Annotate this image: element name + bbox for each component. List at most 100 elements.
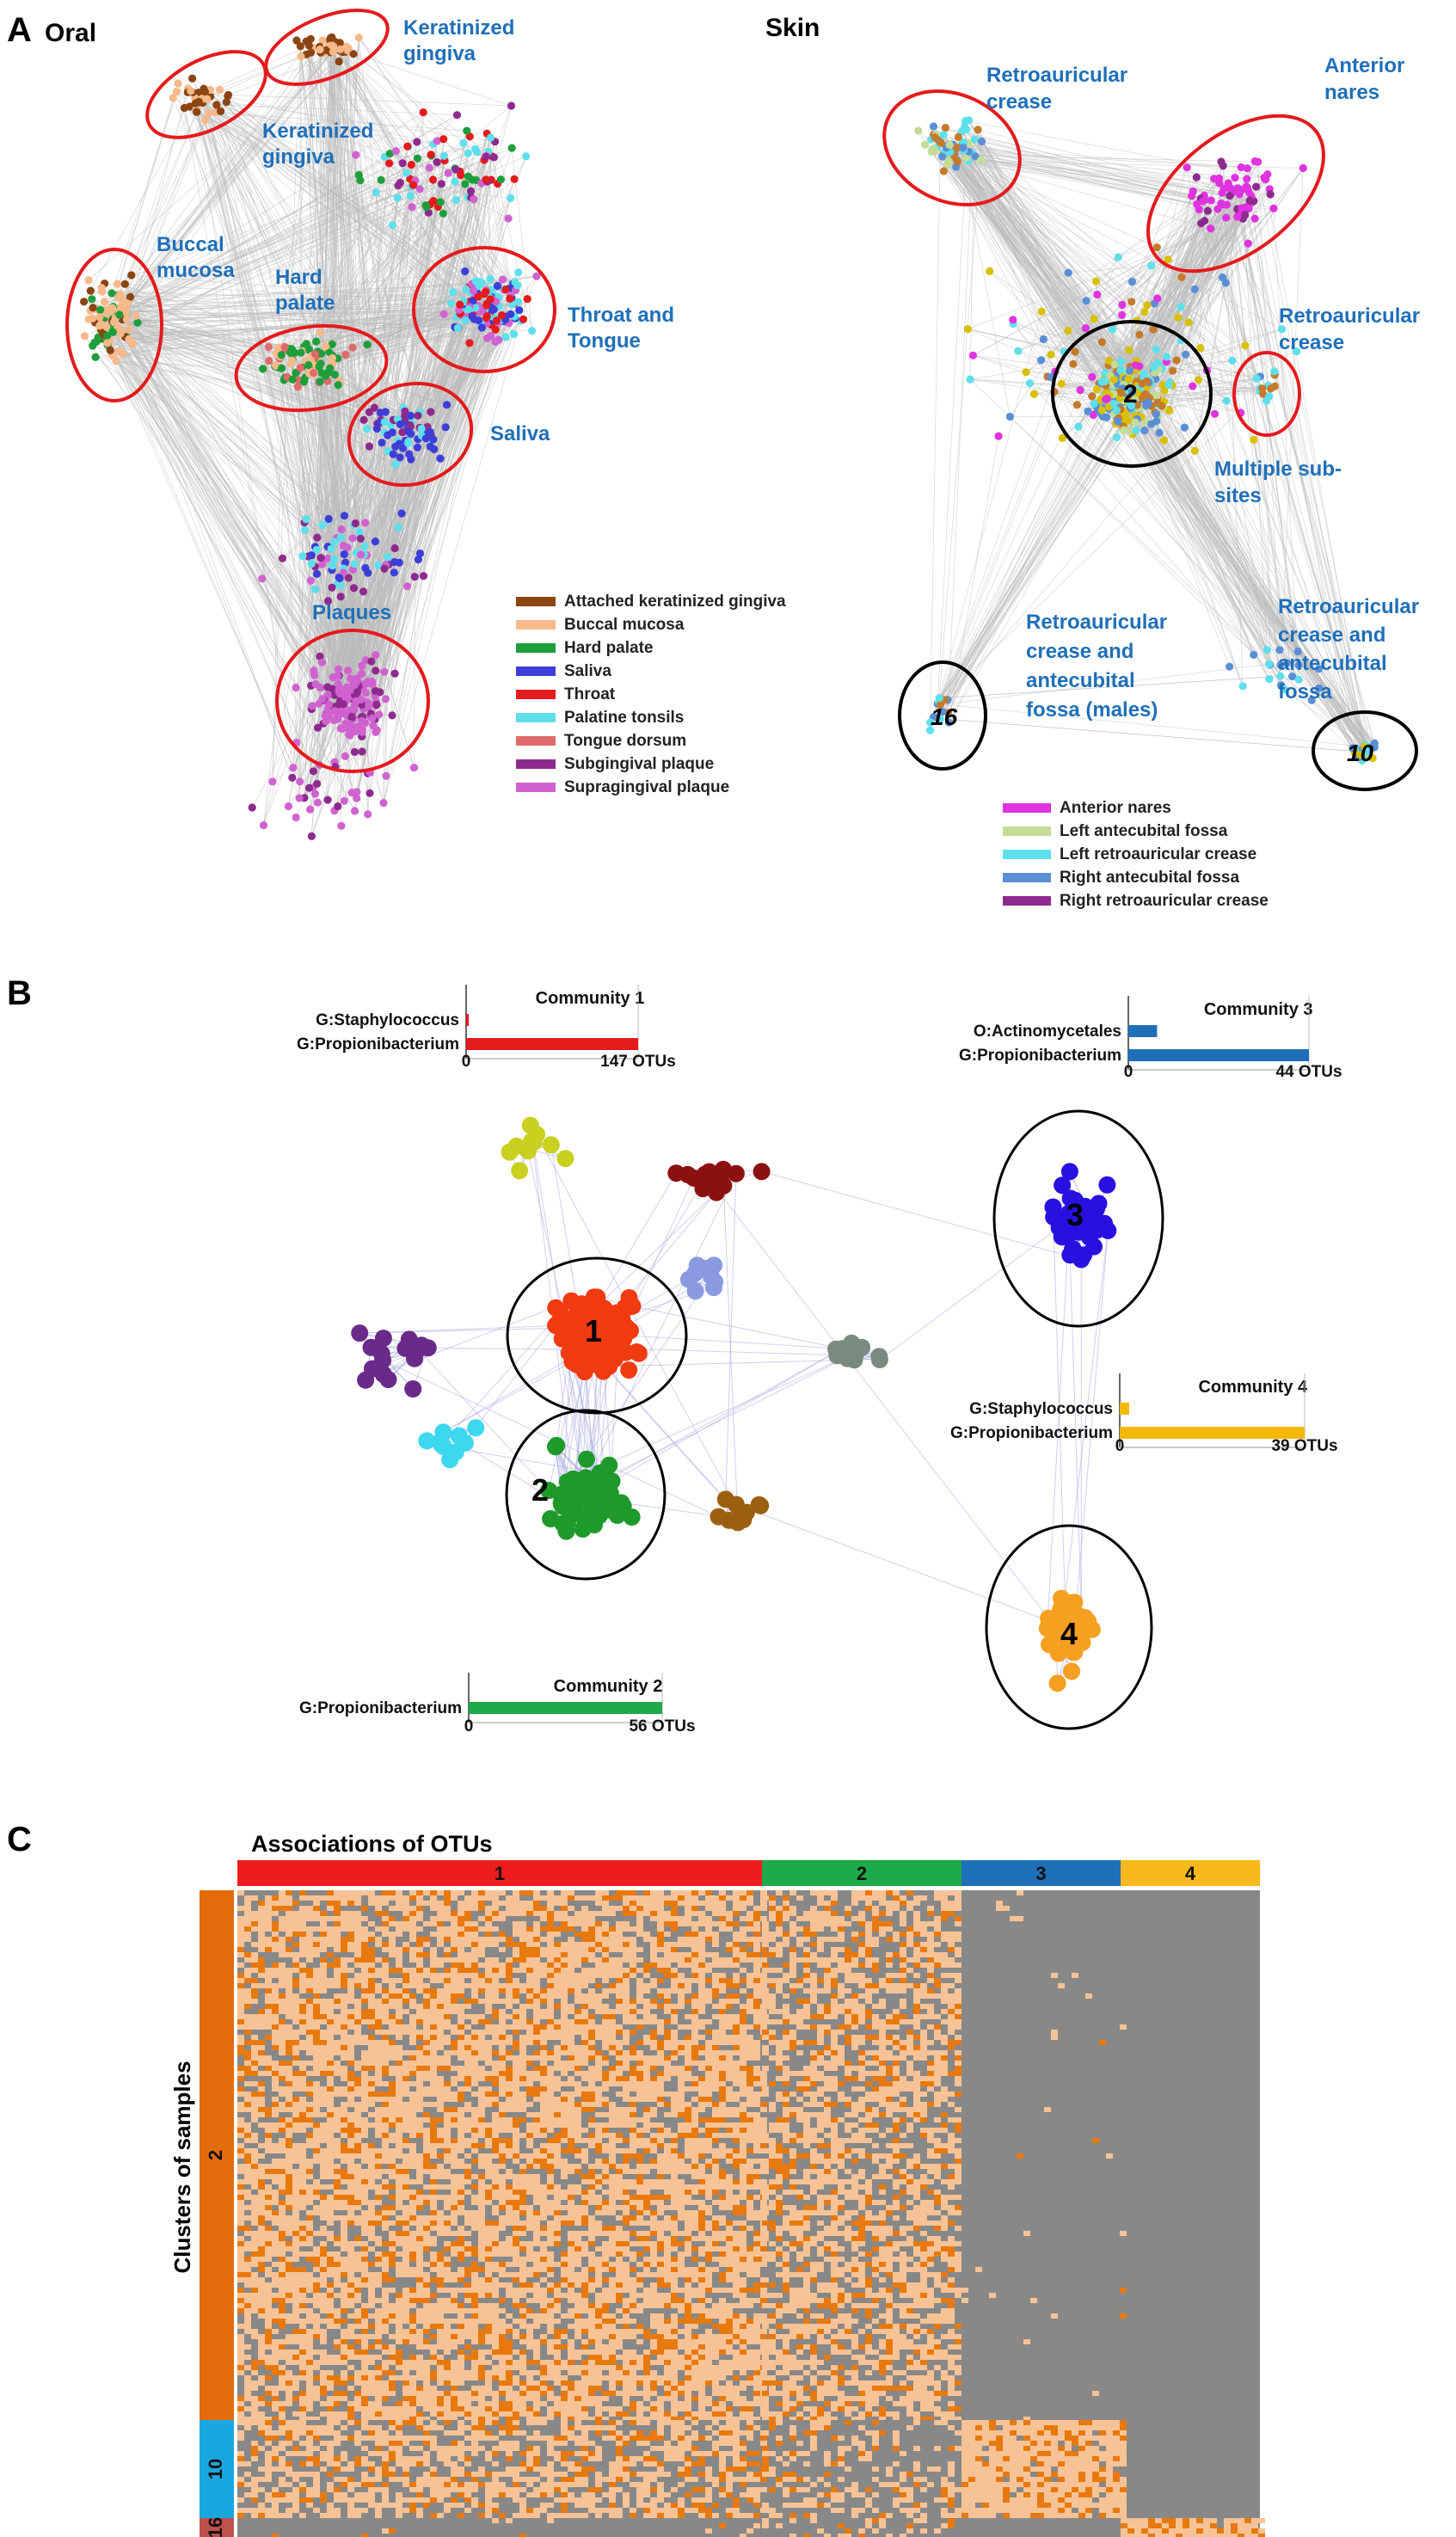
network-node <box>313 570 321 578</box>
network-node <box>1238 204 1246 212</box>
network-node <box>335 666 342 673</box>
network-node <box>311 350 319 358</box>
network-node <box>427 150 435 158</box>
network-node <box>324 711 332 719</box>
community-node <box>578 1451 595 1468</box>
community-node <box>600 1457 617 1474</box>
network-node <box>337 593 345 600</box>
network-node <box>310 767 317 775</box>
network-node <box>451 177 458 185</box>
heatmap-cell <box>334 1890 341 1895</box>
network-node <box>308 832 316 840</box>
network-node <box>430 445 438 453</box>
network-node <box>1058 380 1066 388</box>
network-node <box>1173 357 1181 365</box>
network-node <box>429 435 437 443</box>
network-node <box>352 519 359 527</box>
heatmap-cell <box>471 1890 478 1895</box>
bar-tick-label: 147 OTUs <box>600 1053 676 1071</box>
network-node <box>1158 402 1165 409</box>
community-2-number: 2 <box>531 1472 549 1508</box>
network-node <box>313 534 321 542</box>
network-node <box>203 95 211 103</box>
network-node <box>1141 390 1149 398</box>
network-node <box>304 361 312 369</box>
community-node <box>848 1344 865 1361</box>
network-node <box>345 45 353 52</box>
network-node <box>297 348 304 356</box>
network-node <box>404 439 412 447</box>
network-node <box>442 423 450 431</box>
network-node <box>341 550 348 558</box>
network-node <box>1243 175 1250 183</box>
legend-entry: Left retroauricular crease <box>1003 845 1256 863</box>
network-node <box>1009 316 1017 323</box>
bar-category-label: G:Propionibacterium <box>297 1035 459 1054</box>
network-node <box>298 552 306 560</box>
network-node <box>440 310 448 318</box>
network-node <box>1239 682 1247 690</box>
network-node <box>1073 401 1081 408</box>
network-node <box>357 535 365 543</box>
heatmap-side-title: Clusters of samples <box>169 2061 195 2273</box>
network-node <box>1164 381 1172 389</box>
network-node <box>1188 192 1195 200</box>
network-node <box>1138 379 1146 387</box>
network-node <box>413 138 421 145</box>
network-node <box>292 814 300 821</box>
network-node <box>954 157 961 165</box>
community-node <box>705 1279 722 1296</box>
network-node <box>1223 397 1231 405</box>
bar <box>1120 1403 1129 1415</box>
network-node <box>1253 375 1261 383</box>
community-node <box>404 1380 421 1398</box>
network-node <box>1222 279 1230 286</box>
network-node <box>335 58 343 65</box>
community-bar-charts: Community 1G:StaphylococcusG:Propionibac… <box>297 985 1342 1735</box>
network-node <box>426 164 433 172</box>
network-node <box>80 298 88 305</box>
community-node <box>357 1372 374 1389</box>
bar-tick-label: 0 <box>464 1717 474 1735</box>
community-edge <box>723 1186 738 1523</box>
network-node <box>1210 175 1218 182</box>
network-edge <box>211 57 301 97</box>
network-node <box>1241 211 1249 218</box>
network-node <box>181 104 188 112</box>
network-node <box>322 342 329 350</box>
network-node <box>330 716 338 724</box>
network-node <box>406 421 414 429</box>
network-node <box>464 150 472 157</box>
network-node <box>314 799 322 807</box>
network-node <box>1143 301 1151 309</box>
network-node <box>308 702 316 710</box>
network-node <box>1093 291 1101 298</box>
network-node <box>1117 358 1125 366</box>
network-node <box>463 127 470 135</box>
network-node <box>319 695 327 703</box>
network-node <box>453 111 461 119</box>
community-node <box>351 1324 368 1342</box>
network-node <box>959 144 967 151</box>
network-node <box>390 568 398 576</box>
network-node <box>415 556 422 563</box>
network-node <box>490 305 498 313</box>
network-node <box>289 376 297 384</box>
network-node <box>352 151 359 159</box>
legend-swatch <box>516 690 556 699</box>
network-node <box>439 210 447 218</box>
network-node <box>1182 351 1189 359</box>
community-3-number: 3 <box>1066 1197 1084 1232</box>
column-group-label: 1 <box>495 1863 505 1884</box>
network-node <box>427 408 434 415</box>
network-node <box>1217 157 1225 165</box>
network-node <box>1074 423 1082 431</box>
network-node <box>1196 344 1204 352</box>
network-node <box>499 275 507 283</box>
legend-swatch <box>516 666 556 676</box>
network-node <box>1153 294 1161 302</box>
network-node <box>1047 351 1055 359</box>
network-edge <box>948 394 1114 712</box>
network-node <box>217 108 224 115</box>
